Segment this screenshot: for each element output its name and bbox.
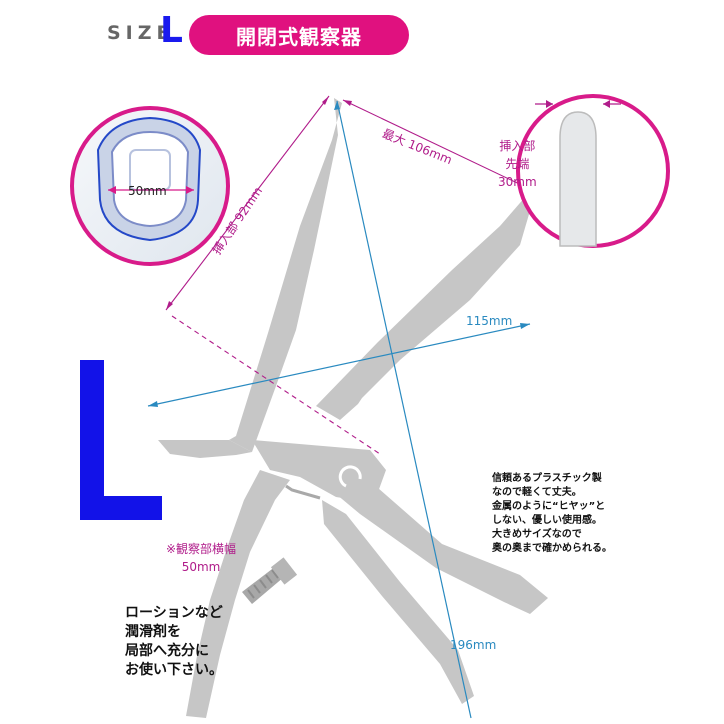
tip-length-label: 挿入部 先端 30mm <box>498 137 537 191</box>
usage-line: ローションなど <box>125 605 223 621</box>
inset-width-label: 50mm <box>128 184 167 198</box>
product-title: 開閉式観察器 <box>236 24 362 49</box>
usage-line: お使い下さい。 <box>125 662 223 678</box>
feature-line: なので軽くて丈夫。 <box>492 487 582 498</box>
feature-line: 大きめサイズなので <box>492 529 582 540</box>
front-handle <box>186 470 290 718</box>
tip-label-line3: 30mm <box>498 175 537 189</box>
tip-side-view-inset <box>516 94 670 248</box>
hinge <box>252 440 386 500</box>
feature-line: しない、優しい使用感。 <box>492 515 602 526</box>
feature-line: 奥の奥まで確かめられる。 <box>492 543 612 554</box>
back-handle <box>336 488 548 614</box>
size-l-mark <box>80 360 162 520</box>
lever-handle <box>322 500 474 704</box>
size-letter: L <box>160 10 183 51</box>
lower-blade <box>316 196 532 420</box>
feature-description: 信頼あるプラスチック製 なので軽くて丈夫。 金属のように“ヒヤッ”と しない、優… <box>492 472 612 556</box>
feature-line: 信頼あるプラスチック製 <box>492 473 602 484</box>
usage-line: 局部へ充分に <box>125 643 209 659</box>
tip-label-line1: 挿入部 <box>499 139 536 153</box>
product-title-badge: 開閉式観察器 <box>189 15 409 55</box>
length-196-label: 196mm <box>450 638 497 652</box>
usage-instructions: ローションなど 潤滑剤を 局部へ充分に お使い下さい。 <box>125 604 223 680</box>
observation-note-line1: ※観察部横幅 <box>166 542 237 556</box>
observation-width-note: ※観察部横幅 50mm <box>166 540 236 576</box>
dimension-lines <box>147 95 533 719</box>
usage-line: 潤滑剤を <box>125 624 181 640</box>
tip-top-view-inset <box>70 106 230 266</box>
feature-line: 金属のように“ヒヤッ”と <box>492 501 606 512</box>
observation-note-line2: 50mm <box>181 560 221 574</box>
tip-label-line2: 先端 <box>505 157 530 171</box>
size-label: SIZE <box>107 22 175 44</box>
width-115-label: 115mm <box>466 314 513 328</box>
adjustment-screw <box>242 557 298 604</box>
upper-blade <box>229 98 342 452</box>
